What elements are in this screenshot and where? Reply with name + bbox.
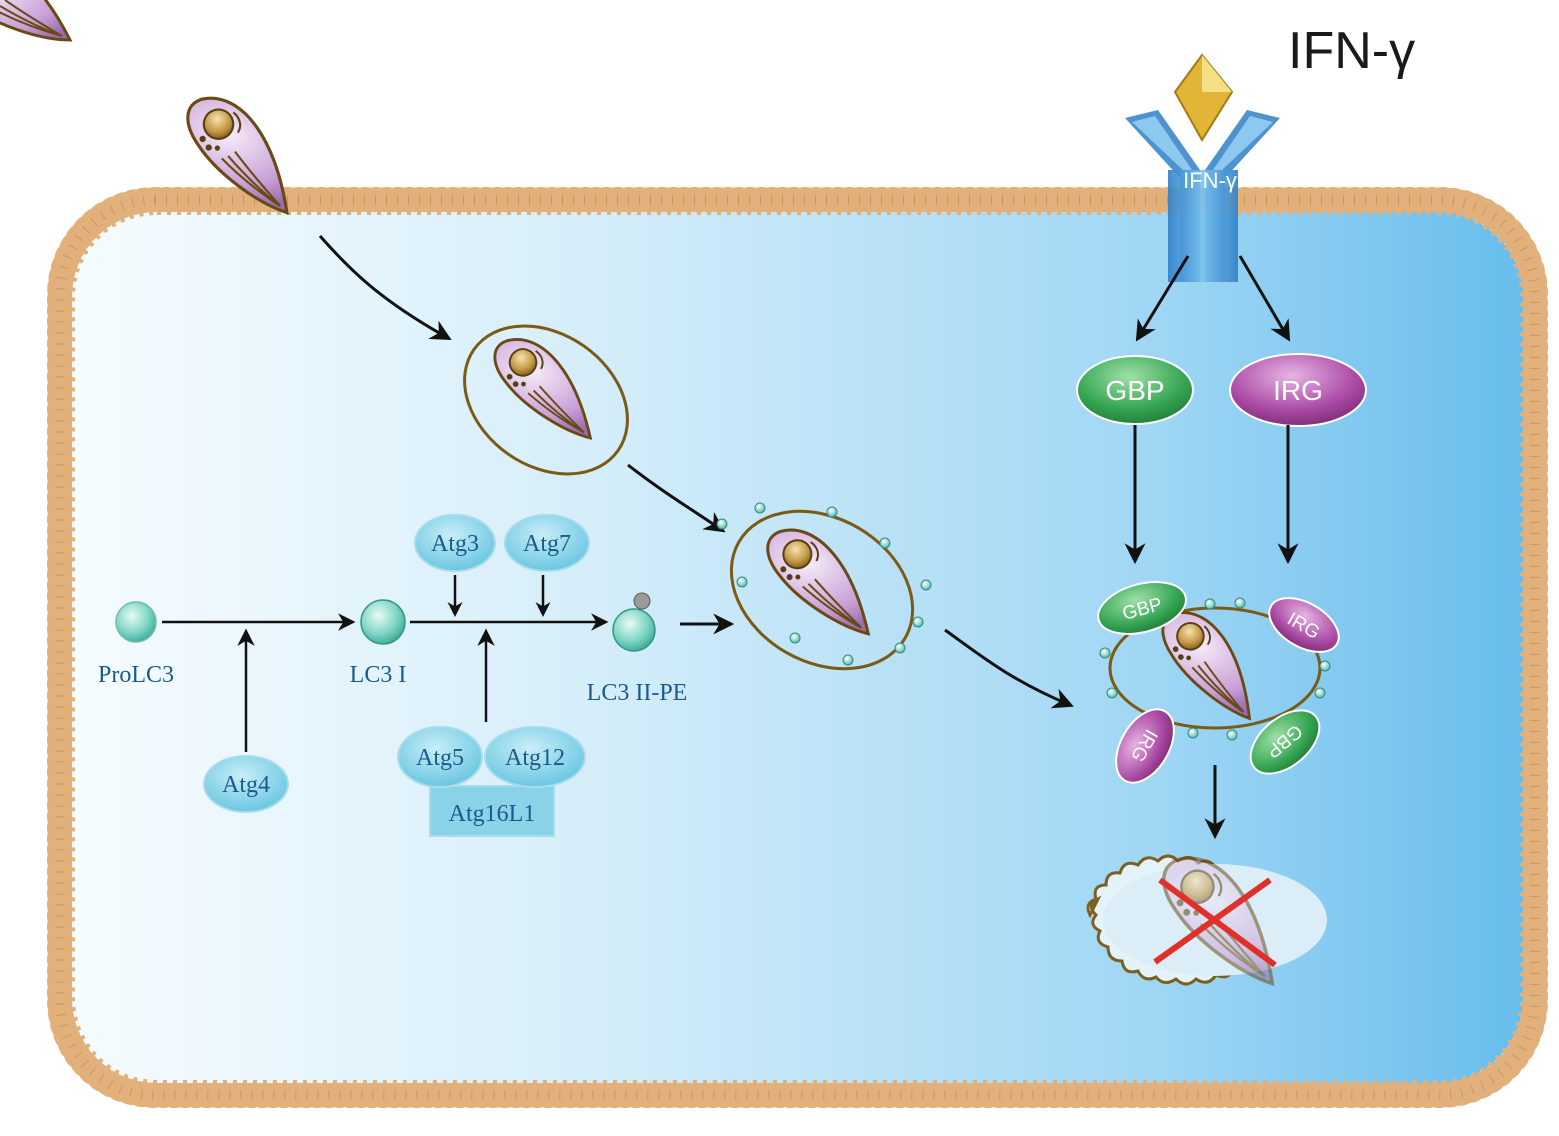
atg3-protein [414, 514, 496, 572]
gbp-small-bottom [1249, 709, 1321, 775]
lc3-ii-pe-label: LC3 II-PE [587, 680, 688, 706]
ifn-targeted-vacuole [1099, 597, 1331, 741]
atg4-protein [203, 755, 289, 813]
cross-line-1 [1158, 877, 1277, 968]
lc3-i-icon [360, 599, 406, 645]
atg5-label: Atg5 [416, 745, 464, 771]
atg7-label: Atg7 [523, 531, 571, 557]
atg16l1-label: Atg16L1 [449, 801, 536, 827]
atg3-label: Atg3 [431, 531, 479, 557]
prolc3-label: ProLC3 [98, 662, 174, 688]
atg12-label: Atg12 [505, 745, 565, 771]
atg7-protein [504, 514, 590, 572]
atg12-protein [484, 726, 586, 788]
irg-small-top [1268, 597, 1340, 653]
ifn-gamma-receptor-icon [1125, 110, 1280, 282]
lc3-ii-pe-icon [612, 608, 656, 652]
gbp-label: GBP [1105, 375, 1164, 406]
parasitophorous-vacuole [463, 324, 629, 476]
atg5-protein [397, 726, 483, 788]
gbp-protein [1076, 355, 1194, 425]
pe-group-icon [633, 592, 651, 610]
atg4-label: Atg4 [222, 772, 270, 798]
ifn-gamma-title: IFN-γ [1288, 22, 1415, 80]
receptor-label: IFN-γ [1183, 168, 1237, 193]
cross-line-2 [1153, 877, 1272, 965]
gbp-small-top [1097, 581, 1187, 635]
arrow-entry [318, 235, 452, 341]
arrow-receptor-to-gbp [1135, 255, 1190, 342]
atg16l1-box [429, 785, 555, 837]
lc3-i-label: LC3 I [350, 662, 407, 688]
arrow-lc3-to-ifn-vacuole [944, 628, 1074, 709]
lc3-decorated-vacuole [716, 502, 932, 671]
arrow-receptor-to-irg [1238, 255, 1291, 342]
irg-small-bottom [1115, 708, 1175, 784]
parasite-template [0, 0, 73, 42]
arrow-vacuole-to-lc3 [627, 463, 726, 533]
irg-protein [1229, 353, 1367, 427]
prolc3-icon [115, 601, 157, 643]
irg-label: IRG [1273, 375, 1323, 406]
